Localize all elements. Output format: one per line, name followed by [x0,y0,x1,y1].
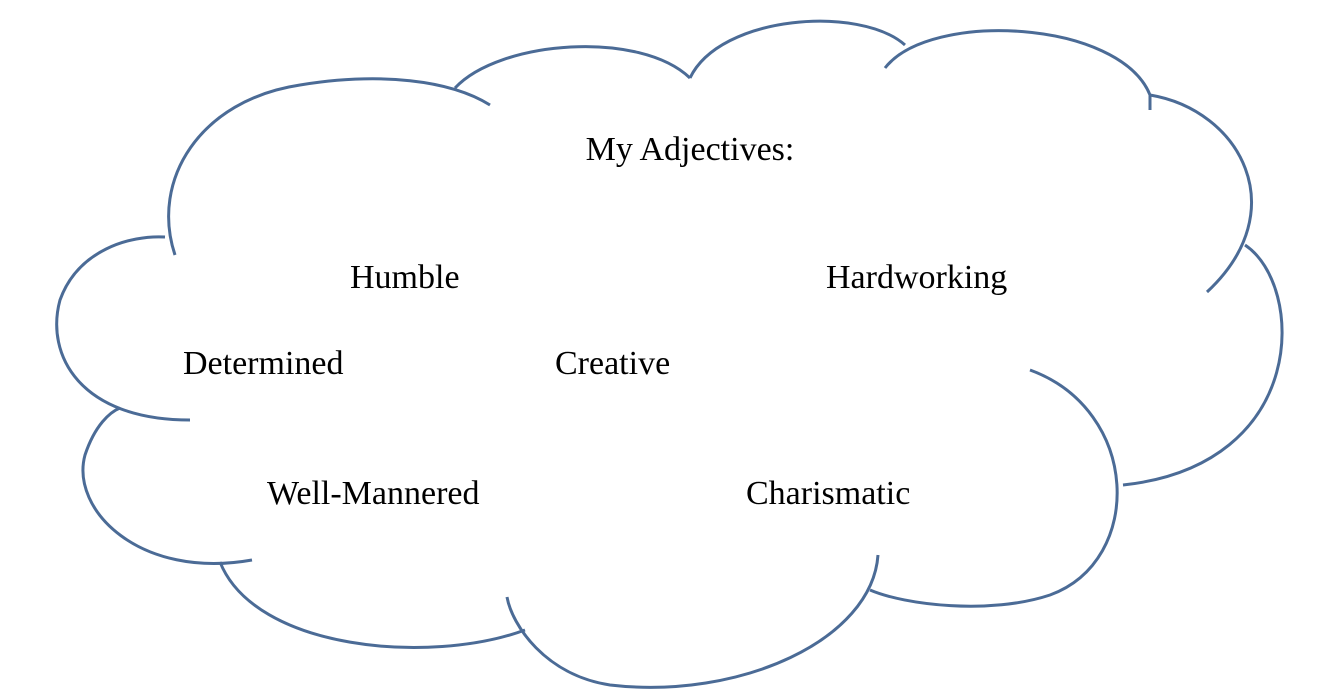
cloud-lobe [167,77,491,256]
cloud-lobe [883,29,1152,110]
cloud-lobe [1122,243,1284,487]
cloud-lobe [505,554,880,689]
cloud-lobe [55,235,191,422]
cloud-lobe [869,368,1119,608]
cloud-lobe [81,406,253,565]
cloud-shape [55,19,1284,689]
cloud-lobe [218,561,526,649]
cloud-lobe [688,19,906,79]
cloud-lobe [453,45,692,90]
adjective-hardworking: Hardworking [826,259,1007,296]
adjective-determined: Determined [183,345,344,382]
diagram-title: My Adjectives: [586,131,795,168]
cloud-lobe [1149,93,1253,294]
adjective-creative: Creative [555,345,670,382]
adjective-charismatic: Charismatic [746,475,910,512]
adjective-well-mannered: Well-Mannered [267,475,480,512]
adjective-humble: Humble [350,259,460,296]
